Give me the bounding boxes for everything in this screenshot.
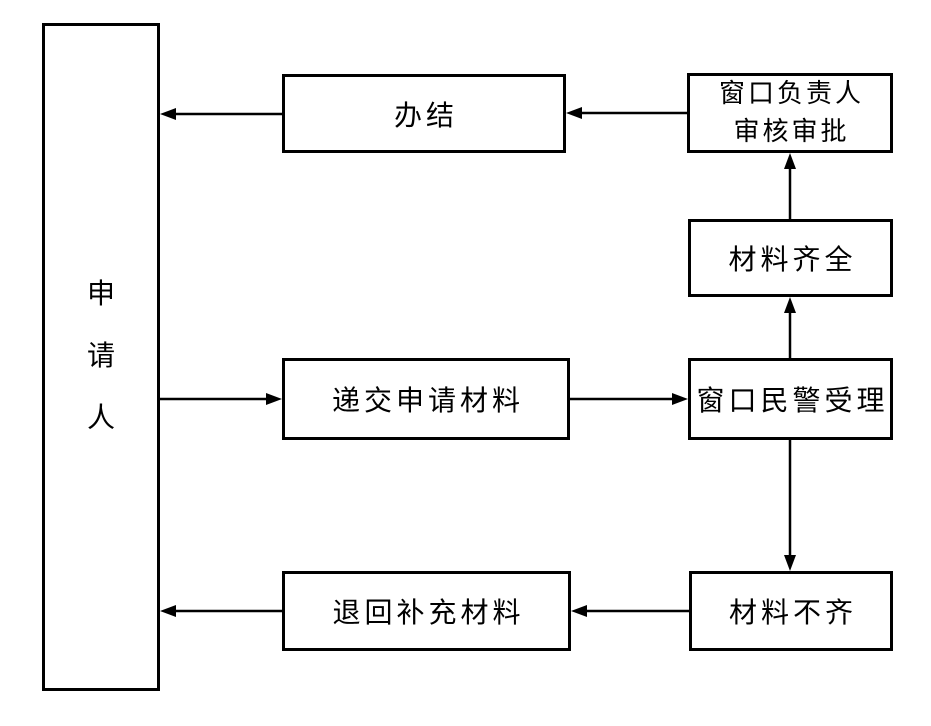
node-complete-label: 办结 xyxy=(393,100,458,132)
arrowhead-icon xyxy=(160,605,176,617)
node-materials-complete: 材料齐全 xyxy=(688,219,893,297)
arrow-materials-complete-to-supervisor xyxy=(784,153,796,219)
arrowhead-icon xyxy=(784,555,796,571)
arrow-submit-to-police xyxy=(570,393,688,405)
arrowhead-icon xyxy=(784,153,796,169)
node-materials-complete-label: 材料齐全 xyxy=(728,245,857,276)
arrowhead-icon xyxy=(784,297,796,313)
arrow-applicant-to-submit xyxy=(160,393,282,405)
arrow-complete-to-applicant xyxy=(160,108,282,120)
supervisor-label-line1: 窗口负责人 xyxy=(718,79,864,108)
arrow-supervisor-to-complete xyxy=(566,107,687,119)
supervisor-label-line2: 审核审批 xyxy=(733,117,850,146)
arrow-incomplete-to-return xyxy=(571,605,689,617)
node-window-police-accept: 窗口民警受理 xyxy=(688,358,893,440)
node-applicant: 申请人 xyxy=(42,23,160,691)
node-submit-application-materials-label: 递交申请材料 xyxy=(331,386,524,417)
node-submit-application-materials: 递交申请材料 xyxy=(282,358,570,440)
arrowhead-icon xyxy=(571,605,587,617)
node-complete: 办结 xyxy=(282,74,566,153)
arrowhead-icon xyxy=(672,393,688,405)
arrowhead-icon xyxy=(566,107,582,119)
arrowhead-icon xyxy=(160,108,176,120)
node-materials-incomplete-label: 材料不齐 xyxy=(728,598,857,629)
node-return-supplement-materials: 退回补充材料 xyxy=(282,571,571,651)
arrow-police-to-materials-complete xyxy=(784,297,796,358)
arrow-return-to-applicant xyxy=(160,605,282,617)
node-window-supervisor-review-label: 窗口负责人 审核审批 xyxy=(719,81,861,145)
node-materials-incomplete: 材料不齐 xyxy=(689,571,893,651)
node-window-supervisor-review: 窗口负责人 审核审批 xyxy=(687,73,893,153)
node-window-police-accept-label: 窗口民警受理 xyxy=(696,386,889,417)
arrow-police-to-materials-incomplete xyxy=(784,440,796,571)
arrowhead-icon xyxy=(266,393,282,405)
node-return-supplement-materials-label: 退回补充材料 xyxy=(332,598,525,629)
node-applicant-label: 申请人 xyxy=(86,279,115,434)
